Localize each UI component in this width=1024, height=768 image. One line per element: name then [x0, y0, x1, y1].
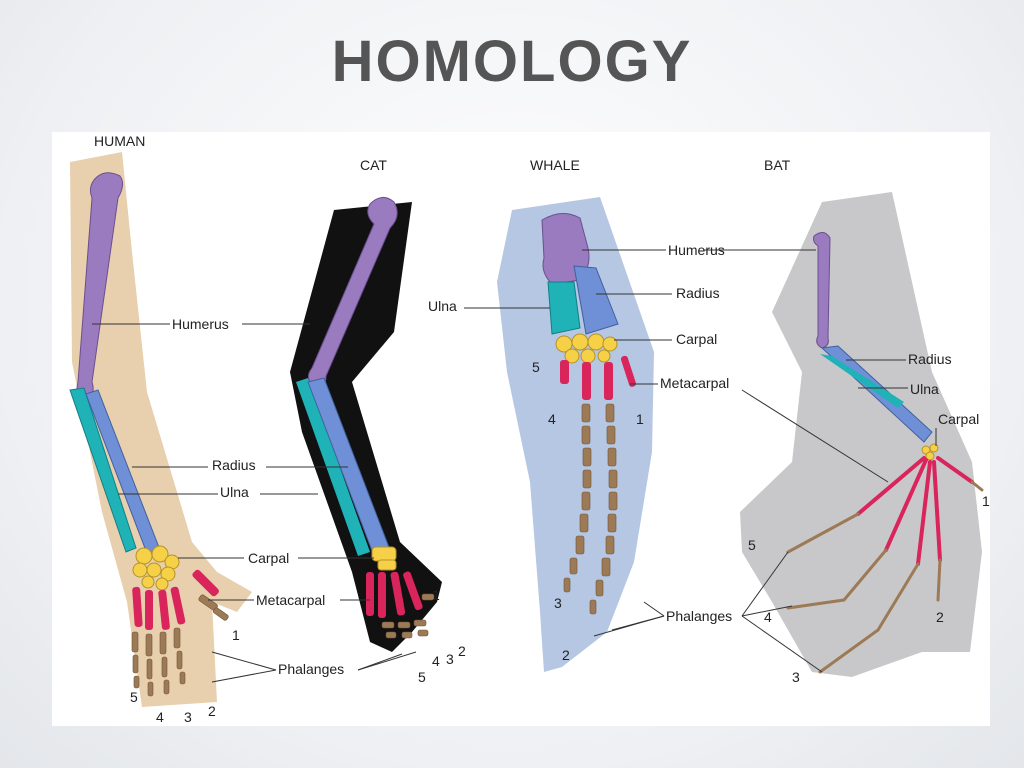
- radius-label-center: Radius: [212, 457, 256, 473]
- phalanges-label-right: Phalanges: [666, 608, 732, 624]
- bat-radius-label: Radius: [908, 351, 952, 367]
- bat-metacarpals: [856, 456, 974, 566]
- cat-phalanges: [381, 593, 435, 639]
- bat-digit-2: 2: [936, 609, 944, 625]
- bat-carpal-label: Carpal: [938, 411, 979, 427]
- cat-digit-5: 5: [418, 669, 426, 685]
- cat-leg-silhouette: [290, 202, 442, 652]
- human-carpals: [132, 545, 180, 591]
- diagram-panel: HUMAN CAT WHALE BAT Humerus Radius Ulna …: [52, 132, 990, 726]
- bat-metacarpal-leader: [741, 389, 889, 483]
- phalanges-leaders-right: [593, 551, 823, 673]
- bat-wing-membrane: [740, 192, 982, 677]
- cat-carpals: [371, 546, 397, 571]
- whale-carpal-label: Carpal: [676, 331, 717, 347]
- human-digit-5: 5: [130, 689, 138, 705]
- bat-ulna-label: Ulna: [910, 381, 939, 397]
- metacarpal-label-right: Metacarpal: [660, 375, 729, 391]
- human-limb: [69, 152, 252, 707]
- whale-digit-1: 1: [636, 411, 644, 427]
- cat-limb: [290, 197, 442, 652]
- humerus-label-center: Humerus: [172, 316, 229, 332]
- whale-phalanges: [563, 403, 618, 615]
- bat-ulna: [820, 354, 904, 408]
- human-digit-3: 3: [184, 709, 192, 725]
- whale-digit-2: 2: [562, 647, 570, 663]
- metacarpal-label-center: Metacarpal: [256, 592, 325, 608]
- human-digit-1: 1: [232, 627, 240, 643]
- whale-digit-5: 5: [532, 359, 540, 375]
- whale-header: WHALE: [530, 157, 580, 173]
- whale-radius: [573, 265, 619, 335]
- human-arm-silhouette: [70, 152, 252, 707]
- bat-digit-4: 4: [764, 609, 772, 625]
- whale-ulna: [547, 281, 581, 335]
- human-digit-2: 2: [208, 703, 216, 719]
- cat-header: CAT: [360, 157, 387, 173]
- whale-digit-4: 4: [548, 411, 556, 427]
- whale-ulna-label: Ulna: [428, 298, 457, 314]
- whale-limb: [497, 197, 654, 672]
- whale-carpals: [555, 333, 618, 364]
- slide-title: HOMOLOGY: [331, 29, 693, 94]
- human-ulna: [69, 387, 137, 553]
- whale-radius-label: Radius: [676, 285, 720, 301]
- whale-humerus-label: Humerus: [668, 242, 725, 258]
- homology-diagram: HUMAN CAT WHALE BAT Humerus Radius Ulna …: [69, 133, 990, 725]
- human-header: HUMAN: [94, 133, 145, 149]
- carpal-label-center: Carpal: [248, 550, 289, 566]
- cat-metacarpals: [366, 571, 423, 618]
- phalanges-label-center: Phalanges: [278, 661, 344, 677]
- cat-digit-2: 2: [458, 643, 466, 659]
- cat-digit-1: 1: [432, 587, 440, 603]
- phalanges-leaders-center: [211, 651, 417, 683]
- bat-header: BAT: [764, 157, 791, 173]
- human-phalanges: [131, 594, 229, 697]
- bat-digit-1: 1: [982, 493, 990, 509]
- whale-digit-3: 3: [554, 595, 562, 611]
- cat-digit-4: 4: [432, 653, 440, 669]
- human-metacarpals: [132, 569, 219, 630]
- bat-digit-5: 5: [748, 537, 756, 553]
- bat-phalanges: [786, 480, 984, 674]
- cat-digit-3: 3: [446, 651, 454, 667]
- bat-limb: [740, 192, 984, 677]
- bat-digit-3: 3: [792, 669, 800, 685]
- human-digit-4: 4: [156, 709, 164, 725]
- whale-metacarpals: [560, 355, 636, 400]
- ulna-label-center: Ulna: [220, 484, 249, 500]
